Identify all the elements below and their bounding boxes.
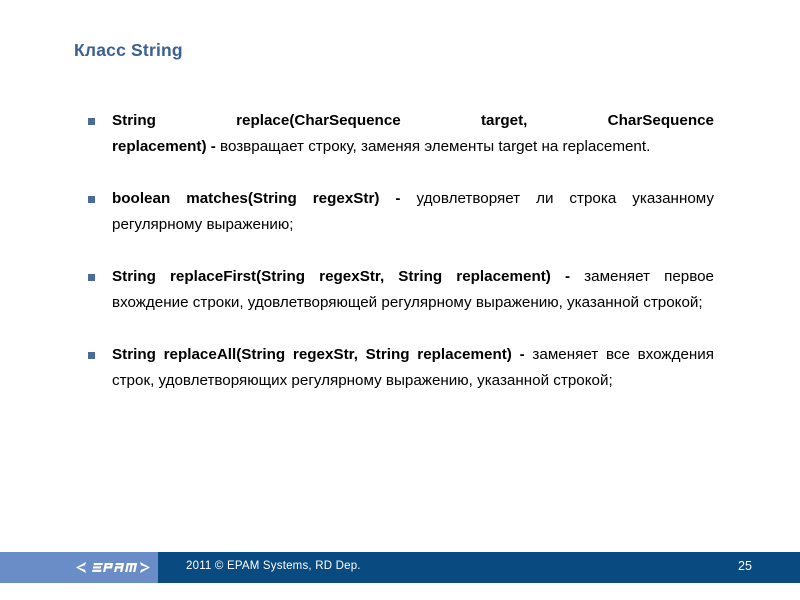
bullet-square-icon bbox=[88, 118, 95, 125]
method-description: удовлетворяет ли строка указанному регул… bbox=[112, 190, 714, 233]
footer-right-band bbox=[158, 552, 800, 583]
slide-footer: 2011 © EPAM Systems, RD Dep. 25 bbox=[0, 552, 800, 583]
list-item-text: String replaceFirst(String regexStr, Str… bbox=[112, 264, 714, 316]
method-signature: String replaceAll(String regexStr, Strin… bbox=[112, 346, 533, 363]
method-signature: String replaceFirst(String regexStr, Str… bbox=[112, 268, 585, 285]
list-item: String replace(CharSequence target, Char… bbox=[88, 108, 714, 160]
list-item-text: boolean matches(String regexStr) - удовл… bbox=[112, 186, 714, 238]
list-item: String replaceAll(String regexStr, Strin… bbox=[88, 342, 714, 394]
method-signature: boolean matches(String regexStr) - bbox=[112, 190, 417, 207]
method-signature-line-2: replacement) - bbox=[112, 138, 221, 155]
list-item-text: String replaceAll(String regexStr, Strin… bbox=[112, 342, 714, 394]
epam-logo-icon bbox=[70, 558, 156, 577]
bullet-list: String replace(CharSequence target, Char… bbox=[88, 108, 714, 394]
method-description: заменяет первое вхождение строки, удовле… bbox=[112, 268, 714, 311]
list-item: String replaceFirst(String regexStr, Str… bbox=[88, 264, 714, 316]
bullet-square-icon bbox=[88, 196, 95, 203]
footer-copyright-text: 2011 © EPAM Systems, RD Dep. bbox=[186, 560, 361, 572]
page-number: 25 bbox=[738, 559, 752, 573]
bullet-square-icon bbox=[88, 274, 95, 281]
bullet-square-icon bbox=[88, 352, 95, 359]
method-description: заменяет все вхождения строк, удовлетвор… bbox=[112, 346, 714, 389]
method-description: возвращает строку, заменяя элементы targ… bbox=[220, 138, 651, 155]
list-item-text: String replace(CharSequence target, Char… bbox=[112, 108, 714, 160]
list-item: boolean matches(String regexStr) - удовл… bbox=[88, 186, 714, 238]
method-signature-line-1: String replace(CharSequence target, Char… bbox=[112, 112, 714, 129]
page-title: Класс String bbox=[74, 39, 183, 60]
